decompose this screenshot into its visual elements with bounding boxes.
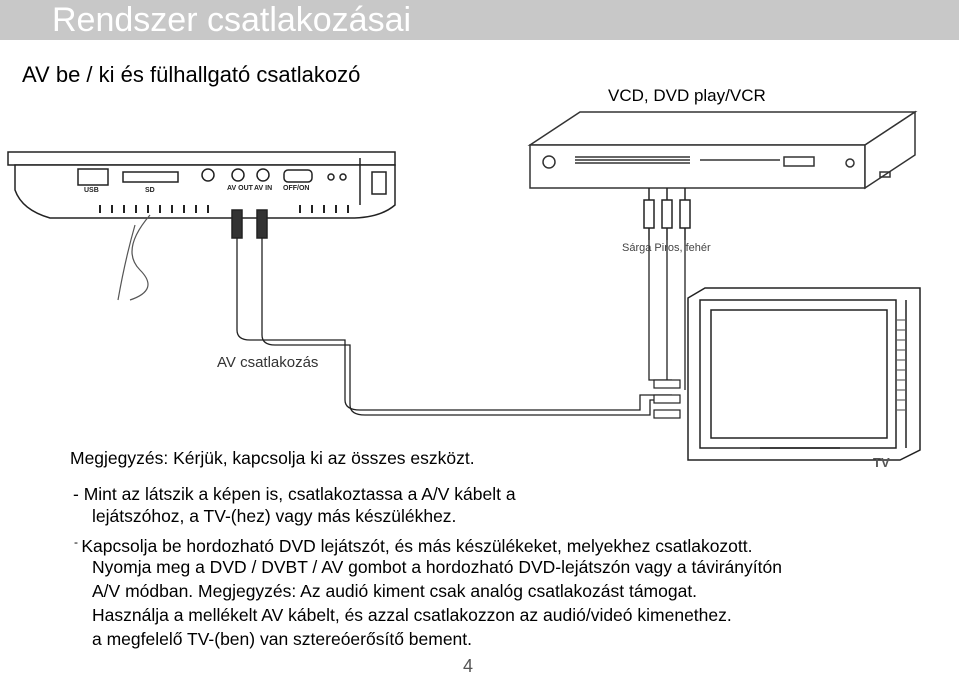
bullet2-line2: Nyomja meg a DVD / DVBT / AV gombot a ho… xyxy=(92,557,782,577)
port-label-sd: SD xyxy=(145,187,155,194)
bullet2-line5: a megfelelő TV-(ben) van sztereóerősítő … xyxy=(92,629,473,649)
av-cable xyxy=(236,238,672,411)
port-label-av-in: AV IN xyxy=(254,185,272,192)
bullet2-line1: - Kapcsolja be hordozható DVD lejátszót,… xyxy=(74,535,753,556)
rca-plugs-tv xyxy=(653,379,681,419)
rca-plugs-player xyxy=(643,188,691,240)
cable-color-label: Sárga Piros, fehér xyxy=(622,242,711,254)
port-label-av-out: AV OUT xyxy=(227,185,254,192)
intro-note: Megjegyzés: Kérjük, kapcsolja ki az össz… xyxy=(70,448,475,468)
tv-label: TV xyxy=(873,455,890,470)
port-label-power: OFF/ON xyxy=(283,185,309,192)
section-subtitle: AV be / ki és fülhallgató csatlakozó xyxy=(22,62,361,87)
tv-illustration xyxy=(687,287,921,461)
title-bar xyxy=(0,0,959,40)
av-connection-label: AV csatlakozás xyxy=(217,354,319,371)
vent-ticks xyxy=(99,205,349,213)
bullet2-line1-text: Kapcsolja be hordozható DVD lejátszót, é… xyxy=(81,536,753,556)
page-title: Rendszer csatlakozásai xyxy=(52,1,412,39)
page-number: 4 xyxy=(463,656,474,676)
vcd-device-label: VCD, DVD play/VCR xyxy=(608,86,766,105)
vcd-to-tv-cable xyxy=(648,240,686,390)
tv-side-ridges xyxy=(897,319,905,411)
player-port-labels: USB SD AV OUT AV IN OFF/ON xyxy=(84,185,309,194)
portable-player-illustration xyxy=(7,151,396,219)
port-label-usb: USB xyxy=(84,187,99,194)
earphone-cord xyxy=(117,214,151,301)
bullet1-line2: lejátszóhoz, a TV-(hez) vagy más készülé… xyxy=(92,506,457,526)
bullet2-line4: Használja a mellékelt AV kábelt, és azza… xyxy=(92,605,732,625)
vcd-player-illustration xyxy=(527,110,918,190)
bullet2-line3: A/V módban. Megjegyzés: Az audió kiment … xyxy=(92,581,698,601)
bullet1-line1: - Mint az látszik a képen is, csatlakozt… xyxy=(73,484,516,504)
